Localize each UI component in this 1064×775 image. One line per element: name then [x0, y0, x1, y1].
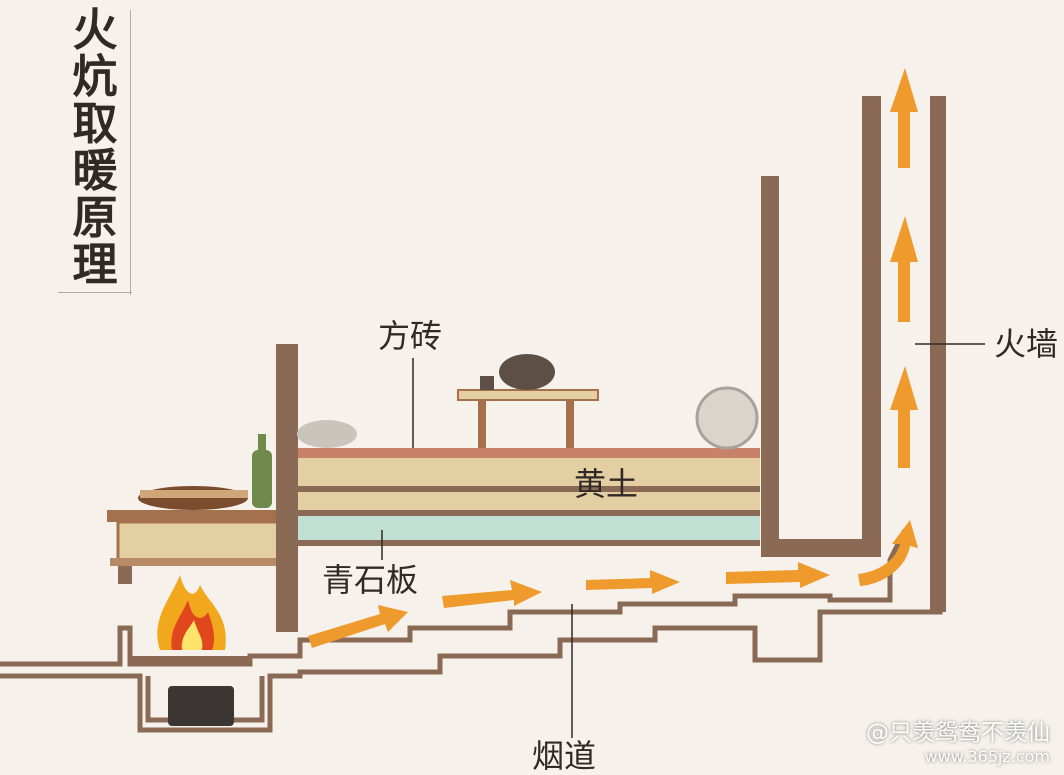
smoke-arrow	[308, 605, 408, 648]
watermark: @只羡鸳鸯不羡仙 www.365jz.com	[866, 713, 1050, 766]
lower-flue-wall	[0, 96, 943, 733]
kang-back-wall	[761, 96, 881, 557]
bottle-neck	[258, 434, 266, 452]
upper-flue-wall	[0, 528, 908, 667]
title-char: 取	[72, 97, 118, 150]
stove	[107, 434, 282, 664]
label-fire-wall: 火墙	[994, 326, 1059, 362]
title-column: 火 炕 取 暖 原 理	[60, 6, 130, 288]
kang-objects	[297, 354, 759, 450]
stove-body	[116, 520, 280, 562]
smoke-arrow	[726, 562, 830, 588]
stove-leg	[118, 566, 132, 584]
label-loess: 黄土	[574, 465, 639, 503]
wok-lid	[140, 490, 248, 498]
loess-stripe-2	[298, 510, 760, 516]
table-leg-right	[566, 400, 574, 448]
label-slate: 青石板	[322, 561, 419, 599]
label-brick: 方砖	[378, 317, 443, 355]
smoke-arrow	[858, 520, 918, 586]
title-border-bottom	[58, 292, 132, 293]
fire-icon	[157, 575, 226, 650]
smoke-arrow	[890, 216, 918, 322]
coal-block	[168, 686, 234, 726]
fire-wall-left	[862, 96, 880, 546]
watermark-site: www.365jz.com	[924, 747, 1050, 766]
stove-top	[107, 510, 282, 522]
kang-body	[298, 448, 760, 546]
smoke-arrow	[442, 580, 542, 608]
smoke-arrows	[308, 68, 918, 648]
fire-wall-right	[930, 96, 946, 612]
kang-base	[298, 540, 760, 546]
pillow-icon	[297, 420, 357, 448]
smoke-arrow	[890, 366, 918, 468]
bottle	[252, 450, 272, 508]
title-char: 炕	[72, 50, 118, 103]
bedroll-icon	[695, 386, 759, 450]
slate-layer	[298, 516, 760, 540]
table-top	[457, 389, 599, 401]
title-char: 原	[72, 191, 118, 244]
title-border-right	[130, 10, 131, 295]
kang-front-wall	[276, 344, 298, 632]
table-leg-left	[478, 400, 486, 448]
flue-walls	[0, 96, 943, 733]
stove-shelf	[110, 558, 280, 566]
title-char: 理	[72, 238, 118, 291]
label-flue: 烟道	[532, 737, 597, 775]
brick-layer	[298, 448, 760, 458]
teapot-icon	[499, 354, 555, 390]
loess-stripe-1	[298, 486, 760, 492]
teacup-icon	[480, 376, 494, 390]
smoke-arrow	[890, 68, 918, 168]
title-char: 暖	[72, 144, 118, 197]
leader-lines	[381, 343, 985, 738]
smoke-arrow	[586, 570, 680, 594]
title-char: 火	[72, 3, 118, 56]
firebox-ledge	[130, 656, 250, 664]
watermark-text: @只羡鸳鸯不羡仙	[866, 720, 1050, 746]
